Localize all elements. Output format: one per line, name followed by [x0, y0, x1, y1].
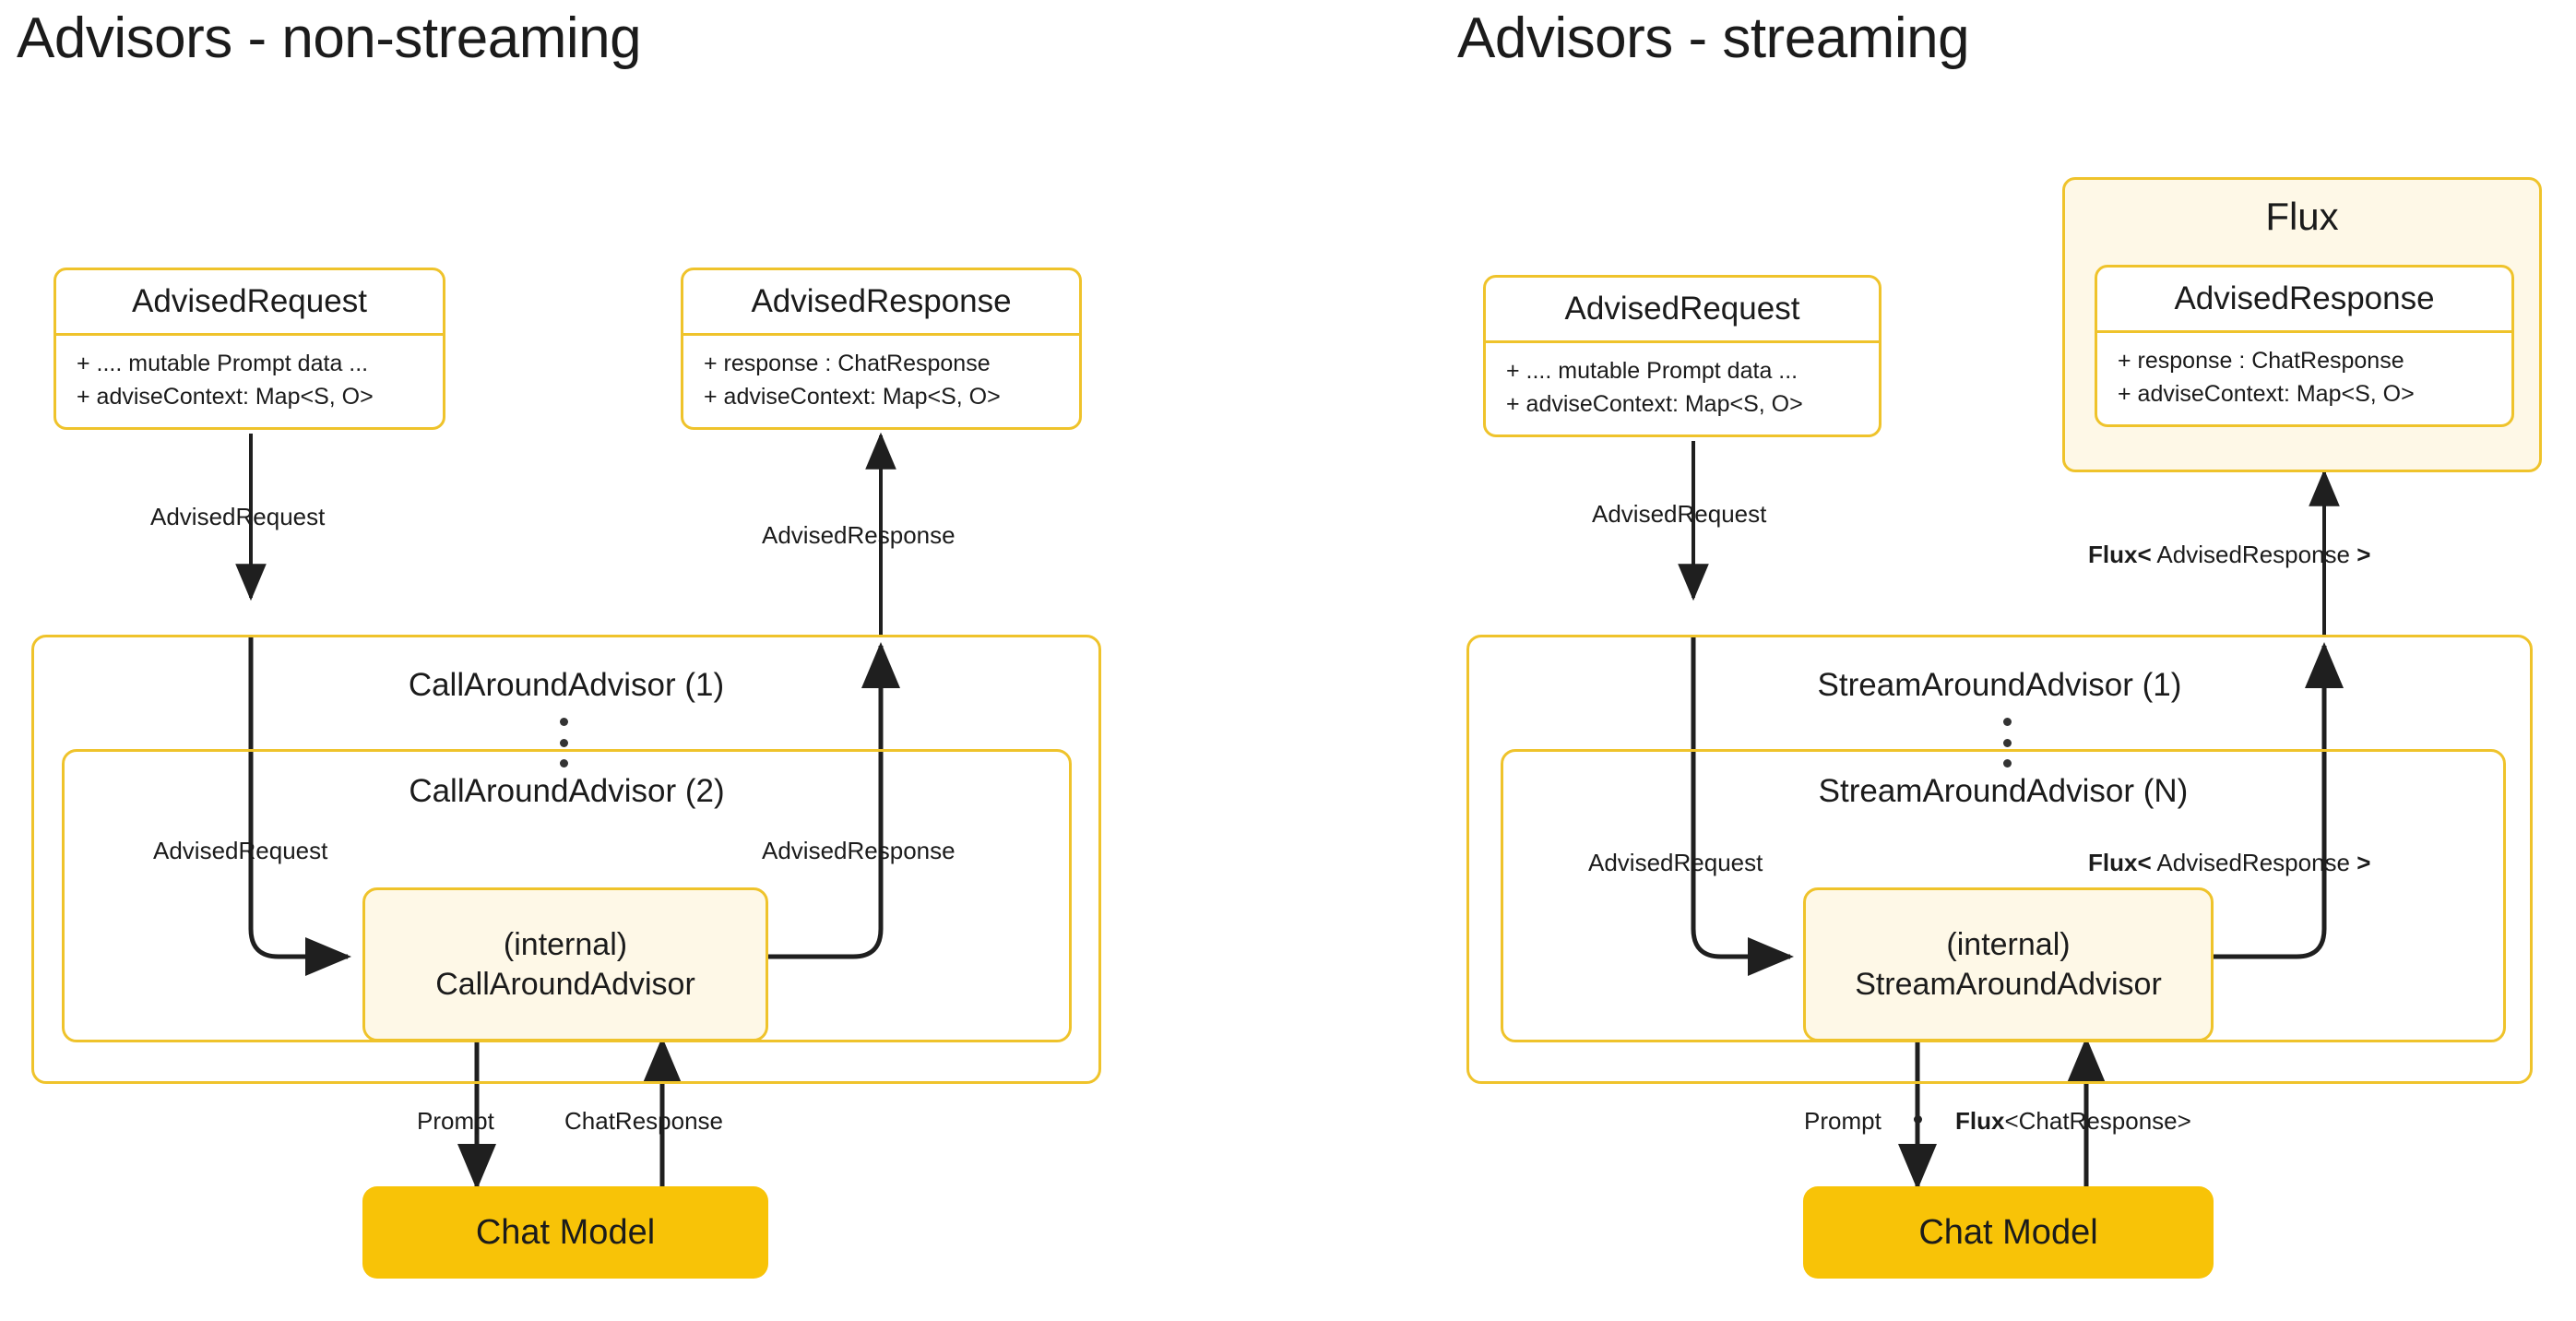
panel-title-non-streaming: Advisors - non-streaming: [17, 6, 642, 70]
edge-label-flux-advised-response-inner-right: Flux< AdvisedResponse >: [2088, 849, 2370, 877]
class-attrs: + response : ChatResponse + adviseContex…: [683, 336, 1079, 427]
advisor-inner-label-left: CallAroundAdvisor (2): [409, 773, 725, 809]
class-attr: + adviseContext: Map<S, O>: [1506, 391, 1803, 418]
class-attr: + .... mutable Prompt data ...: [1506, 358, 1798, 384]
flux-wrapper-box: Flux AdvisedResponse + response : ChatRe…: [2062, 177, 2542, 472]
edge-label-advised-request-top-left: AdvisedRequest: [150, 503, 326, 530]
chat-model-label: Chat Model: [475, 1212, 656, 1252]
edge-label-flux-bold: Flux<: [2088, 541, 2152, 568]
internal-node-line1: (internal): [1946, 927, 2071, 962]
class-attr: + adviseContext: Map<S, O>: [704, 384, 1001, 411]
edge-label-advised-request-inner-left: AdvisedRequest: [153, 837, 328, 864]
edge-label-prompt-right: Prompt: [1804, 1107, 1882, 1135]
internal-call-around-advisor-node: (internal) CallAroundAdvisor: [362, 887, 768, 1041]
advisor-outer-label-right: StreamAroundAdvisor (1): [1817, 667, 2182, 703]
edge-label-flux-mid: AdvisedResponse: [2151, 541, 2357, 568]
advisor-outer-container-left: [31, 635, 1101, 1084]
flux-label: Flux: [2265, 195, 2339, 238]
class-title: AdvisedResponse: [683, 270, 1079, 336]
edge-label-flux-close: >: [2356, 541, 2371, 568]
internal-stream-around-advisor-node: (internal) StreamAroundAdvisor: [1803, 887, 2214, 1041]
edge-label-advised-request-top-right: AdvisedRequest: [1592, 500, 1767, 528]
chat-model-label: Chat Model: [1918, 1212, 2098, 1252]
class-attr: + response : ChatResponse: [2118, 348, 2404, 374]
class-title: AdvisedRequest: [1486, 278, 1879, 343]
internal-node-line2: StreamAroundAdvisor: [1855, 966, 2162, 1002]
prompt-junction-dot: [1914, 1115, 1922, 1124]
edge-label-advised-response-inner-left: AdvisedResponse: [762, 837, 956, 864]
vertical-ellipsis-right: [2003, 718, 2012, 768]
edge-label-flux-bold: Flux: [1955, 1107, 2005, 1135]
edge-label-flux-rest: <ChatResponse>: [2004, 1107, 2191, 1135]
class-attrs: + response : ChatResponse + adviseContex…: [2097, 333, 2511, 424]
class-attrs: + .... mutable Prompt data ... + adviseC…: [1486, 343, 1879, 434]
edge-label-flux-chat-response-right: Flux<ChatResponse>: [1955, 1107, 2191, 1136]
advisor-inner-label-right: StreamAroundAdvisor (N): [1818, 773, 2189, 809]
class-title: AdvisedRequest: [56, 270, 443, 336]
edge-label-chat-response-left: ChatResponse: [564, 1107, 723, 1135]
edge-label-prompt-left: Prompt: [417, 1107, 494, 1135]
edge-label-flux-close: >: [2356, 849, 2371, 876]
vertical-ellipsis-left: [560, 718, 568, 768]
chat-model-box-right[interactable]: Chat Model: [1803, 1186, 2214, 1279]
class-attr: + adviseContext: Map<S, O>: [77, 384, 374, 411]
internal-node-line1: (internal): [503, 927, 628, 962]
class-attr: + .... mutable Prompt data ...: [77, 351, 369, 376]
edge-label-flux-bold: Flux<: [2088, 849, 2152, 876]
advised-response-class-box-left: AdvisedResponse + response : ChatRespons…: [681, 268, 1082, 430]
edge-label-flux-mid: AdvisedResponse: [2151, 849, 2357, 876]
edge-label-flux-advised-response-top-right: Flux< AdvisedResponse >: [2088, 541, 2370, 569]
class-attr: + adviseContext: Map<S, O>: [2118, 381, 2415, 408]
edge-label-advised-request-inner-right: AdvisedRequest: [1588, 849, 1763, 876]
internal-node-line2: CallAroundAdvisor: [435, 966, 695, 1002]
panel-title-streaming: Advisors - streaming: [1457, 6, 1970, 70]
class-attr: + response : ChatResponse: [704, 351, 991, 376]
advised-request-class-box-right: AdvisedRequest + .... mutable Prompt dat…: [1483, 275, 1882, 437]
advisor-outer-label-left: CallAroundAdvisor (1): [408, 667, 725, 703]
chat-model-box-left[interactable]: Chat Model: [362, 1186, 768, 1279]
advised-response-class-box-right: AdvisedResponse + response : ChatRespons…: [2095, 265, 2514, 427]
advised-request-class-box-left: AdvisedRequest + .... mutable Prompt dat…: [53, 268, 445, 430]
class-attrs: + .... mutable Prompt data ... + adviseC…: [56, 336, 443, 427]
class-title: AdvisedResponse: [2097, 268, 2511, 333]
edge-label-advised-response-top-left: AdvisedResponse: [762, 521, 956, 549]
advisor-outer-container-right: [1466, 635, 2533, 1084]
